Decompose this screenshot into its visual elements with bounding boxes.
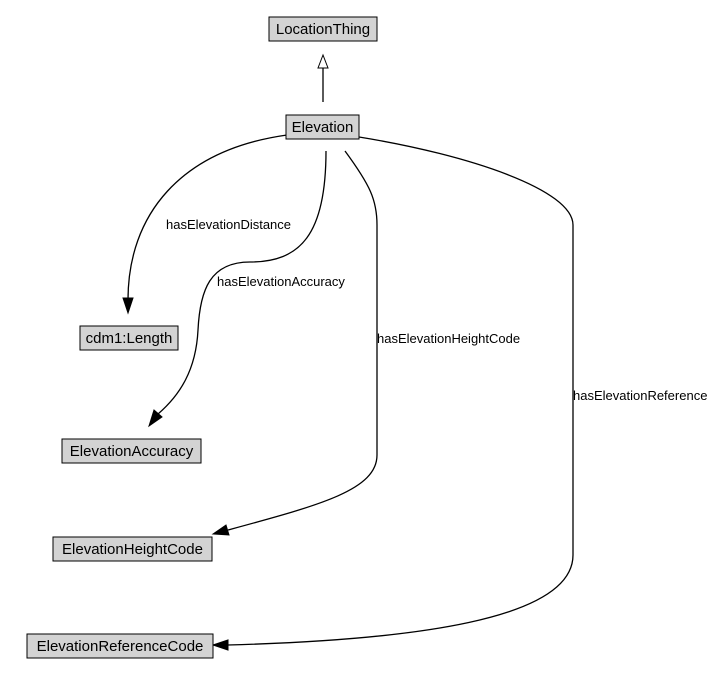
edge-label-has-elevation-reference: hasElevationReference (573, 388, 707, 403)
node-elevation-accuracy[interactable]: ElevationAccuracy (61, 438, 202, 464)
edge-has-elevation-height-code (211, 150, 378, 536)
edge-label-has-elevation-distance: hasElevationDistance (166, 217, 291, 232)
arrowhead-icon (122, 297, 134, 315)
edge-subclass-of (317, 53, 329, 102)
edge-has-elevation-distance (122, 134, 288, 315)
node-label: ElevationAccuracy (70, 443, 194, 460)
node-elevation[interactable]: Elevation (285, 114, 360, 140)
node-label: Elevation (292, 119, 354, 136)
node-elevation-reference-code[interactable]: ElevationReferenceCode (26, 633, 214, 659)
node-elevation-height-code[interactable]: ElevationHeightCode (52, 536, 213, 562)
edge-label-has-elevation-accuracy: hasElevationAccuracy (217, 274, 345, 289)
edge-has-elevation-accuracy (148, 150, 327, 428)
edge-label-has-elevation-height-code: hasElevationHeightCode (377, 331, 520, 346)
arrowhead-icon (211, 524, 230, 536)
hollow-arrowhead-icon (317, 53, 329, 69)
node-label: ElevationReferenceCode (37, 638, 204, 655)
edge-has-elevation-reference (211, 136, 574, 651)
arrowhead-icon (148, 409, 163, 428)
arrowhead-icon (211, 639, 229, 651)
node-cdm1-length[interactable]: cdm1:Length (79, 325, 179, 351)
node-label: ElevationHeightCode (62, 541, 203, 558)
node-location-thing[interactable]: LocationThing (268, 16, 378, 42)
node-label: cdm1:Length (86, 330, 173, 347)
node-label: LocationThing (276, 21, 370, 38)
